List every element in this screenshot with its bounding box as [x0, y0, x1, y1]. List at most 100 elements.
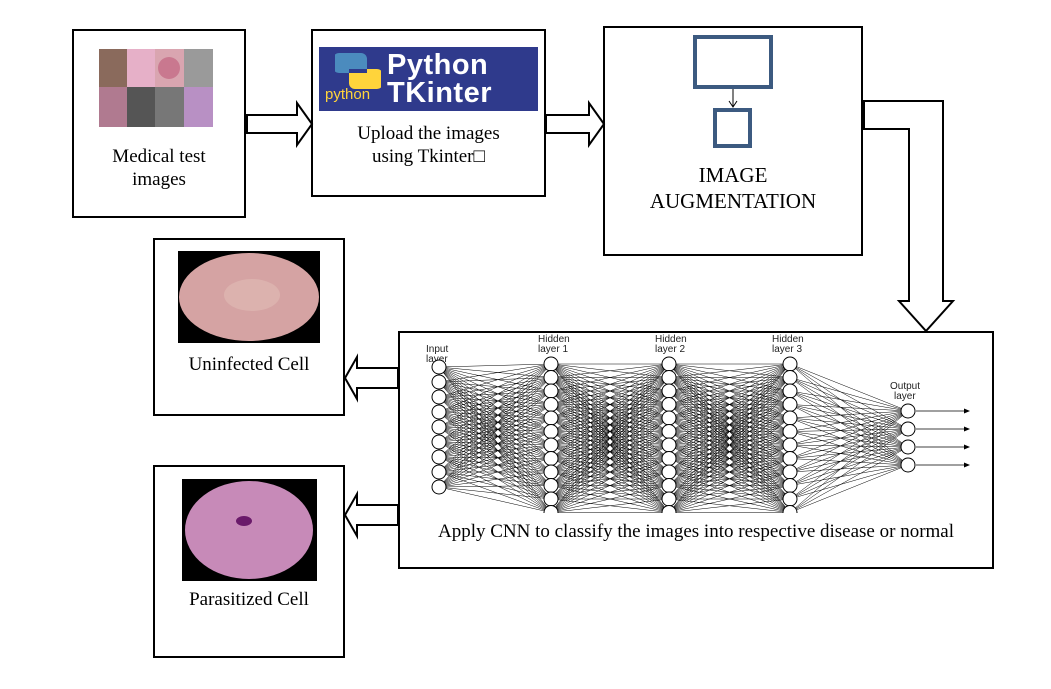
nn-edge	[550, 363, 670, 500]
nn-edge	[668, 444, 791, 513]
nn-edge	[438, 377, 552, 443]
nn-edge	[668, 363, 791, 459]
nn-edge	[438, 396, 552, 432]
layer-label-hidden1-1: Hidden	[538, 334, 570, 345]
neural-network-diagram: Input layer Hidden layer 1 Hidden layer …	[426, 334, 970, 513]
layer-label-input-1: Input	[426, 344, 448, 355]
nn-output-arrowhead	[964, 426, 970, 432]
nn-edge	[438, 363, 552, 488]
nn-edge	[438, 444, 552, 458]
cnn-label: Apply CNN to classify the images into re…	[437, 521, 955, 542]
nn-edge	[438, 381, 552, 405]
upload-label-line1: Upload the images	[357, 123, 500, 144]
nn-edge	[438, 411, 552, 500]
nn-edge	[789, 404, 909, 430]
nn-edge	[438, 411, 552, 473]
parasitized-cell-image	[182, 479, 317, 581]
parasitized-box: Parasitized Cell	[153, 465, 345, 658]
nn-node	[661, 505, 677, 513]
nn-edge	[438, 363, 552, 398]
layer-label-hidden2-1: Hidden	[655, 334, 687, 345]
nn-edge	[438, 441, 552, 500]
augmentation-label-line1: IMAGE	[698, 163, 768, 187]
nn-edge	[438, 444, 552, 473]
nn-edge	[550, 458, 670, 513]
nn-edge	[789, 363, 909, 412]
nn-edge	[438, 431, 552, 473]
nn-edge	[438, 441, 552, 459]
nn-edge	[438, 486, 552, 500]
nn-edge	[668, 417, 791, 513]
nn-edge	[438, 458, 552, 473]
parasitized-label: Parasitized Cell	[189, 589, 309, 610]
nn-edge	[438, 381, 552, 500]
nn-edge	[438, 404, 552, 488]
nn-edge	[438, 381, 552, 486]
nn-edge	[789, 446, 909, 486]
arrow-augmentation-to-cnn	[863, 100, 956, 333]
nn-edge	[789, 377, 909, 412]
nn-edge	[550, 444, 670, 513]
nn-edge	[438, 366, 552, 446]
layer-label-hidden3-1: Hidden	[772, 334, 804, 345]
nn-edge	[438, 377, 552, 383]
nn-edge	[438, 411, 552, 419]
nn-edge	[438, 396, 552, 473]
nn-edge	[668, 498, 791, 513]
nn-edge	[438, 396, 552, 446]
nn-edge	[550, 390, 670, 513]
nn-edge	[789, 431, 909, 448]
medical-images-label: Medical test images	[112, 146, 206, 190]
nn-node	[900, 439, 916, 455]
nn-node	[543, 505, 559, 513]
nn-edge	[438, 441, 552, 473]
nn-node	[900, 457, 916, 473]
nn-edge	[438, 417, 552, 443]
nn-node	[431, 464, 447, 480]
nn-edge	[438, 471, 552, 488]
nn-edge	[550, 404, 670, 513]
nn-edge	[438, 366, 552, 392]
nn-edge	[438, 377, 552, 413]
nn-edge	[668, 471, 791, 513]
nn-edge	[438, 471, 552, 500]
nn-edge	[438, 363, 552, 413]
nn-edge	[789, 428, 909, 446]
nn-edge	[438, 411, 552, 432]
nn-node	[431, 434, 447, 450]
cnn-box: Input layer Hidden layer 1 Hidden layer …	[398, 331, 994, 569]
nn-edge	[550, 377, 670, 513]
nn-edge	[438, 390, 552, 413]
uninfected-cell-image	[178, 251, 320, 343]
nn-edge	[438, 366, 552, 405]
medical-images-collage	[99, 49, 213, 127]
nn-edge	[438, 363, 552, 473]
nn-edge	[438, 471, 552, 486]
nn-edge	[438, 381, 552, 432]
nn-edge	[438, 377, 552, 473]
nn-node	[431, 449, 447, 465]
nn-edge	[438, 426, 552, 432]
nn-edge	[789, 410, 909, 419]
nn-edge	[438, 381, 552, 392]
nn-edge	[438, 486, 552, 513]
nn-edge	[550, 363, 670, 392]
nn-edge	[438, 377, 552, 428]
arrow-medical-to-upload	[246, 99, 314, 149]
nn-edge	[550, 498, 670, 513]
logo-python-text: Python	[387, 49, 489, 81]
layer-label-hidden3-2: layer 3	[772, 344, 802, 355]
nn-edge	[438, 456, 552, 500]
nn-edge	[789, 410, 909, 486]
nn-edge	[668, 404, 791, 513]
nn-edge	[668, 363, 791, 405]
nn-edge	[438, 441, 552, 486]
nn-edge	[438, 471, 552, 513]
nn-edge	[550, 363, 670, 473]
nn-edge	[438, 426, 552, 500]
nn-edge	[438, 426, 552, 459]
nn-edge	[438, 396, 552, 459]
nn-edge	[550, 363, 670, 459]
nn-edge	[438, 456, 552, 459]
nn-edge	[438, 417, 552, 488]
